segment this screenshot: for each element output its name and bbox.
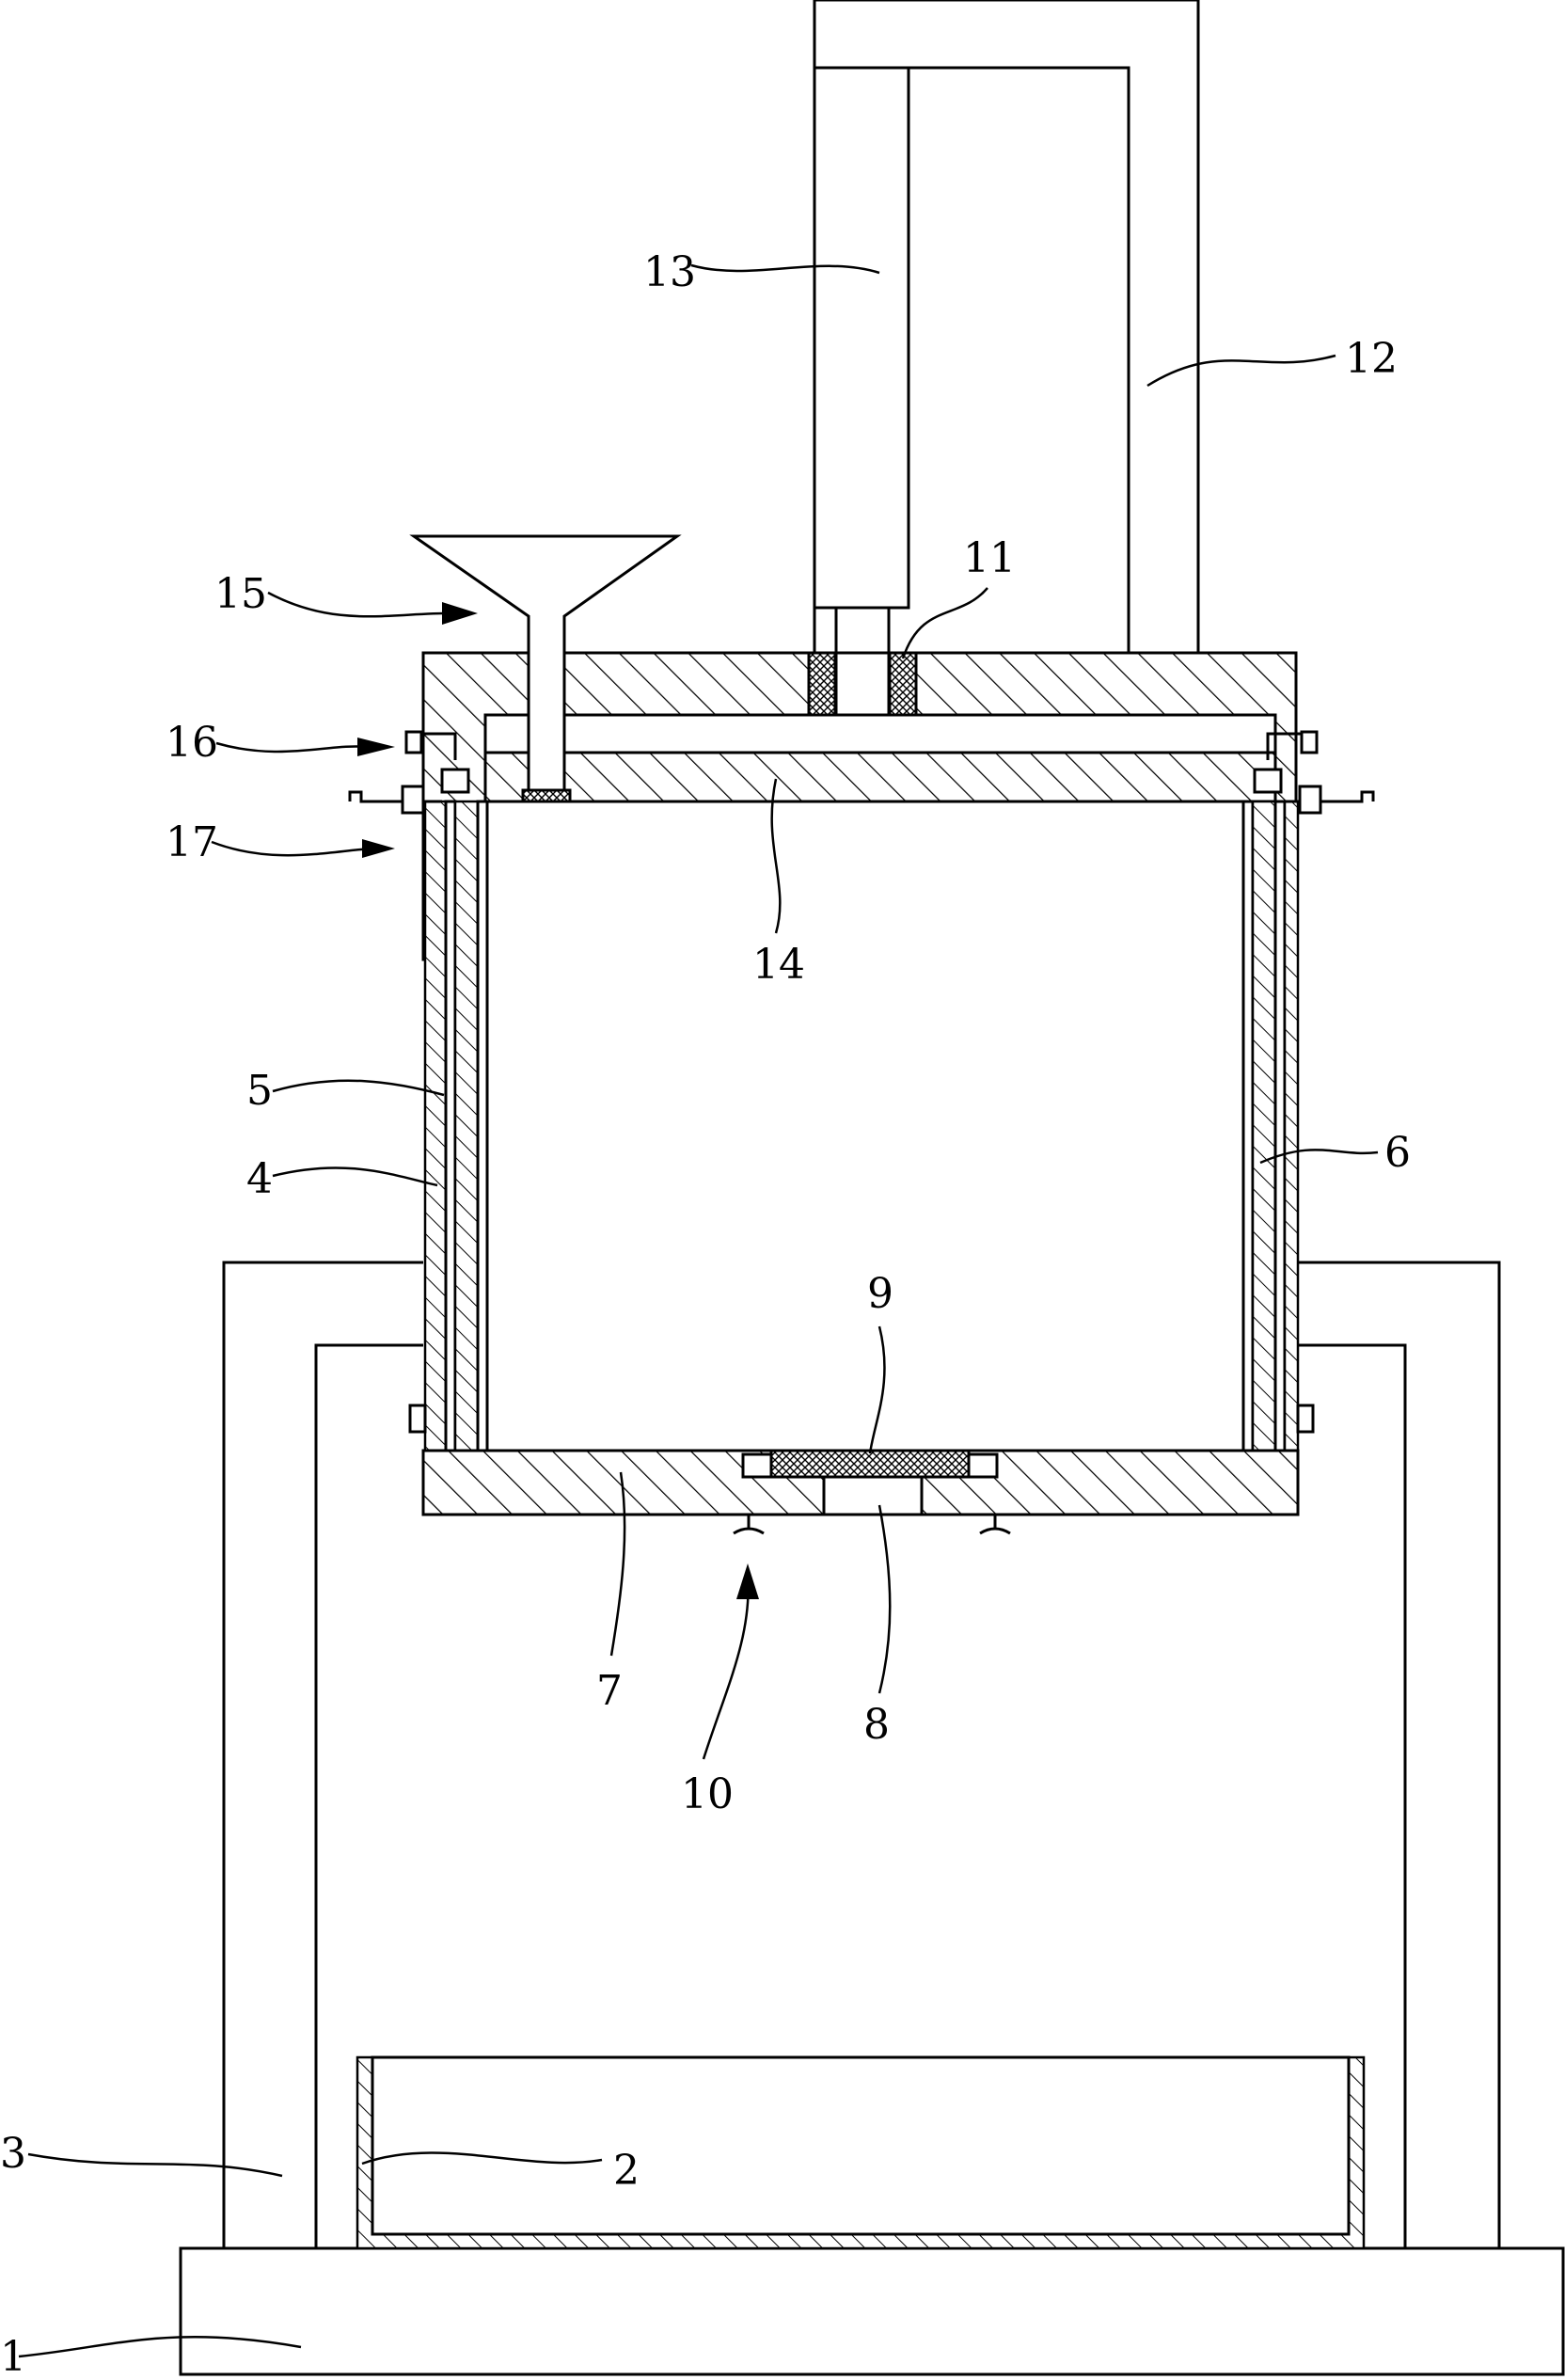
outer-wall-left: [423, 800, 448, 1452]
upper-gap: [483, 713, 1277, 754]
label-1: 1: [0, 2333, 26, 2380]
leader-17: [211, 840, 372, 857]
label-2: 2: [613, 2147, 640, 2195]
collection-tray-inner: [371, 2055, 1351, 2236]
leader-7: [609, 1471, 626, 1657]
label-4: 4: [246, 1155, 273, 1203]
leader-9: [868, 1325, 886, 1454]
arrow-10: [736, 1563, 759, 1599]
wall-gap-right: [1273, 800, 1287, 1452]
leader-14: [770, 778, 782, 934]
label-12: 12: [1345, 335, 1398, 383]
frame-inner: [314, 1343, 1407, 2248]
label-13: 13: [643, 248, 696, 296]
label-9: 9: [867, 1270, 893, 1318]
hydraulic-cylinder: [813, 66, 910, 610]
label-7: 7: [596, 1667, 623, 1715]
lock-mechanism-right: [1253, 730, 1375, 815]
leader-5: [272, 1079, 445, 1097]
arrow-15: [442, 602, 478, 625]
leader-12: [1146, 354, 1336, 388]
bottom-latch-left: [733, 1452, 773, 1535]
label-3: 3: [0, 2130, 26, 2178]
label-15: 15: [214, 570, 267, 618]
label-8: 8: [863, 1701, 890, 1749]
label-11: 11: [963, 534, 1016, 582]
leader-10: [702, 1575, 750, 1760]
label-10: 10: [681, 1770, 734, 1818]
leader-15: [267, 591, 462, 618]
leader-3: [27, 2152, 283, 2178]
funnel-outlet: [521, 788, 572, 803]
inner-wall-right: [1251, 800, 1277, 1452]
lower-clamp-left: [408, 1404, 427, 1434]
label-17: 17: [166, 818, 218, 866]
leader-4: [272, 1166, 438, 1187]
arrow-16: [357, 738, 395, 756]
frame-outer: [222, 1261, 1501, 2248]
inner-wall-left: [453, 800, 480, 1452]
leader-13: [690, 263, 880, 275]
label-16: 16: [166, 719, 218, 767]
leader-2: [361, 2151, 603, 2166]
lower-clamp-right: [1296, 1404, 1315, 1434]
leader-16: [215, 741, 368, 754]
label-6: 6: [1384, 1129, 1411, 1177]
bottom-latch-right: [967, 1452, 1011, 1535]
outer-wall-right: [1283, 800, 1300, 1452]
leader-11: [901, 587, 988, 659]
arrow-17: [362, 839, 395, 858]
lock-mechanism-left: [348, 730, 470, 815]
label-5: 5: [246, 1067, 273, 1115]
discharge-opening: [822, 1475, 924, 1516]
wall-gap-left: [444, 800, 457, 1452]
leader-1: [18, 2336, 302, 2358]
filter-screen: [769, 1449, 971, 1479]
base-plate: [179, 2246, 1565, 2376]
rod-bushing-right: [888, 651, 918, 717]
leader-6: [1259, 1149, 1379, 1165]
rod-passage: [834, 651, 891, 717]
press-chamber: [485, 800, 1245, 1452]
leader-8: [877, 1504, 892, 1694]
label-14: 14: [752, 941, 805, 989]
rod-bushing: [807, 651, 837, 717]
press-plate: [483, 751, 1277, 803]
